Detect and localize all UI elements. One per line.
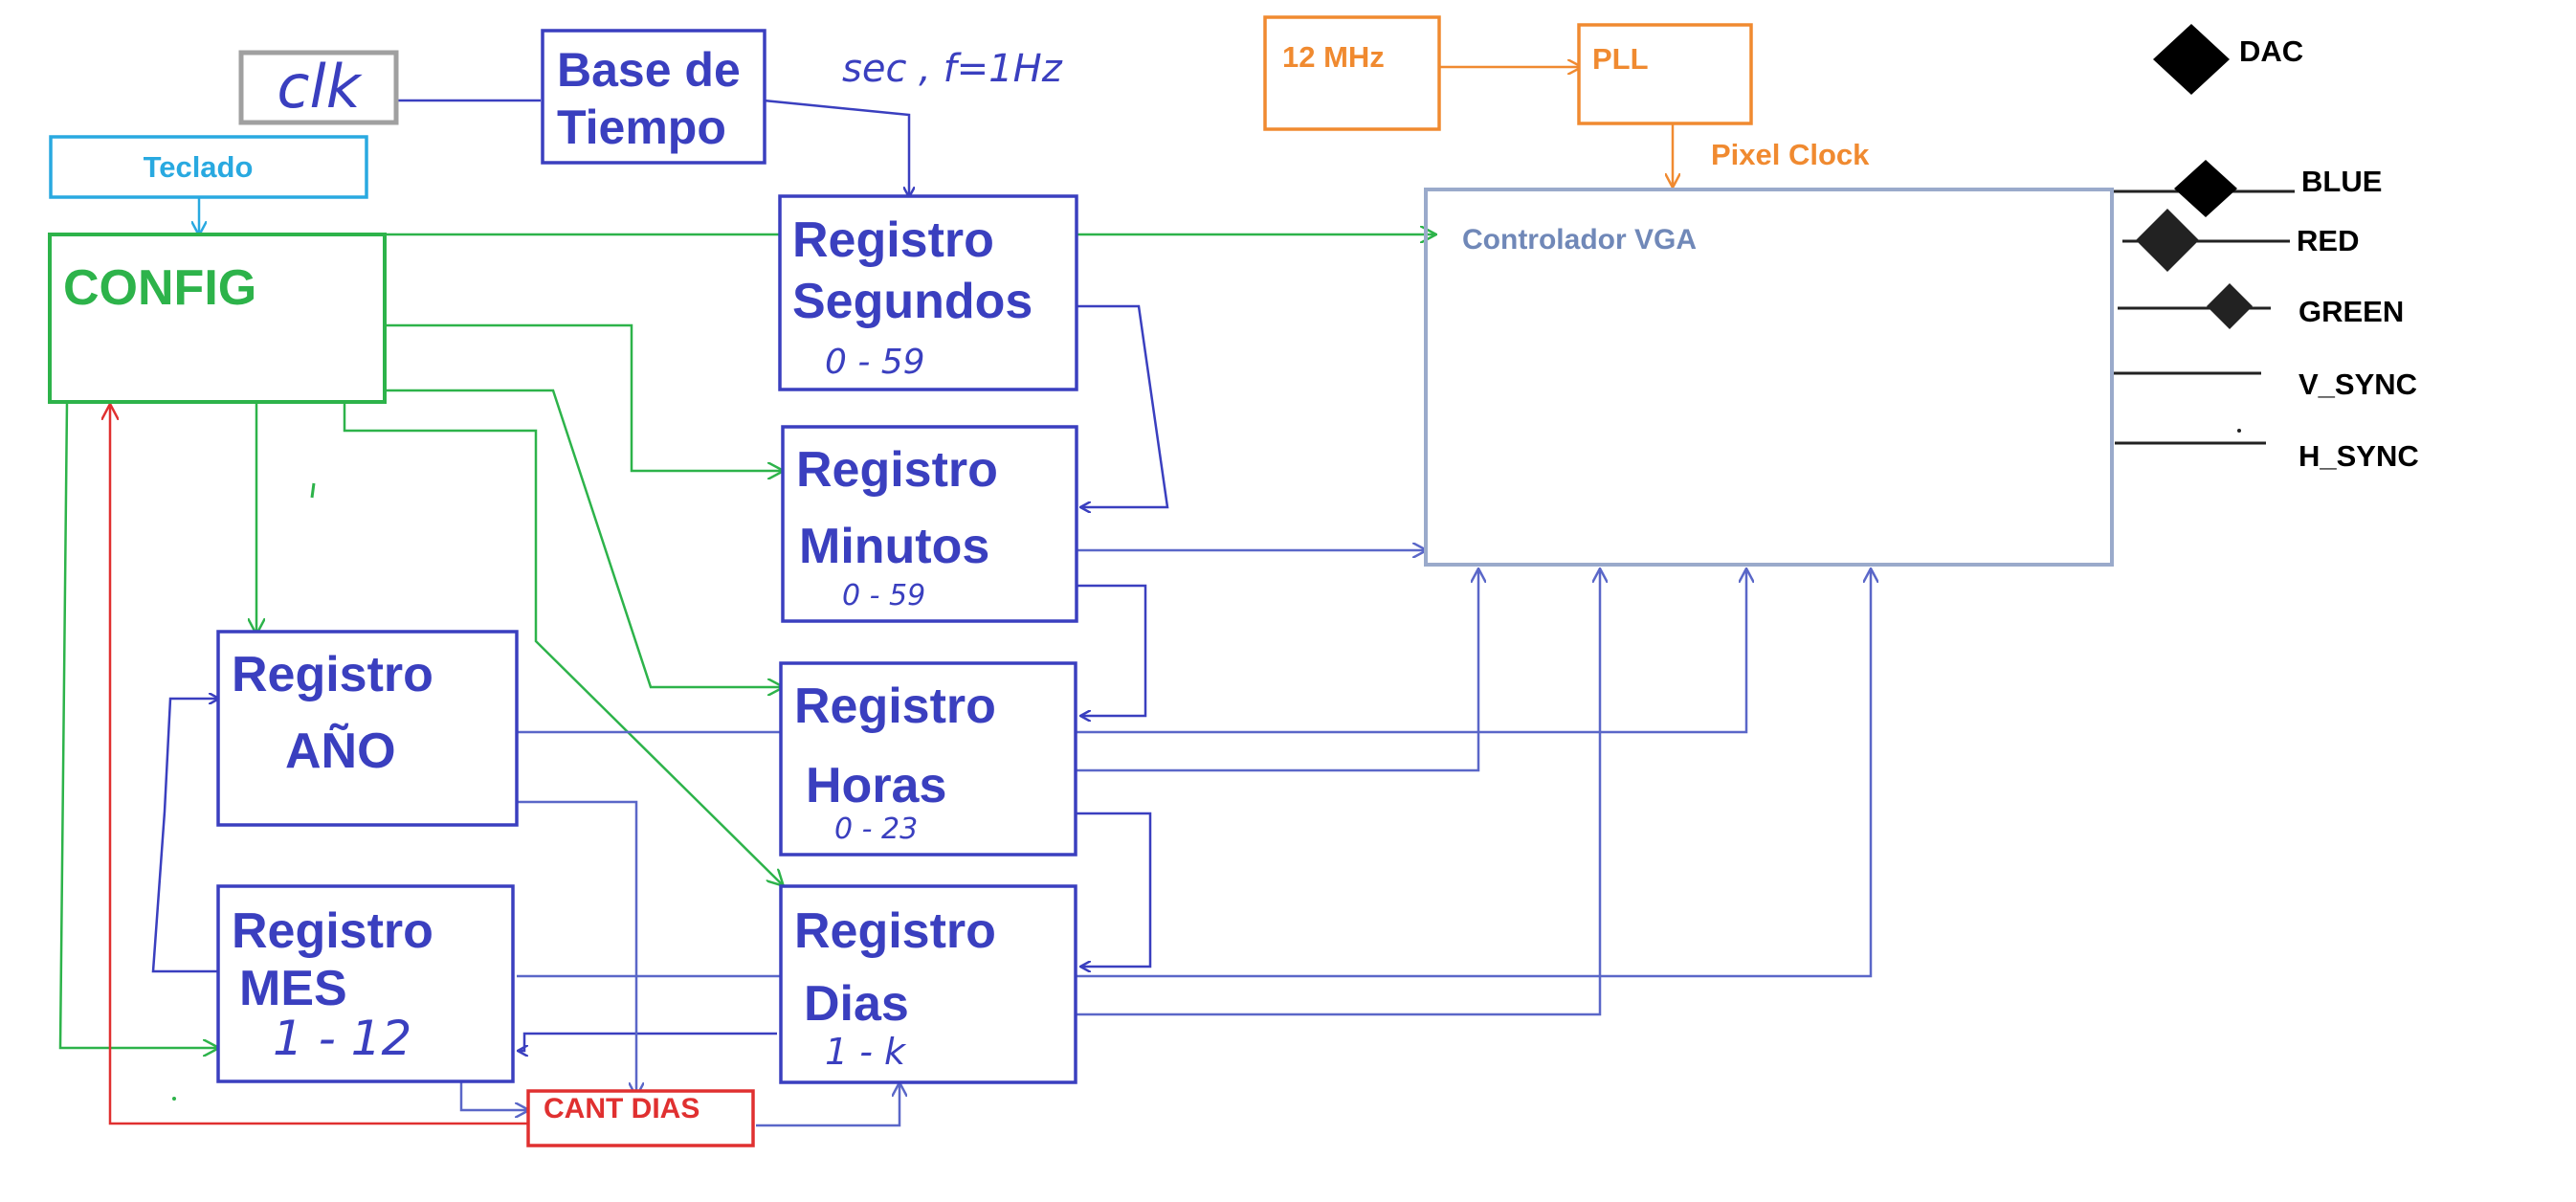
output-label-green: GREEN bbox=[2298, 295, 2404, 328]
registro-ano-block bbox=[216, 630, 519, 827]
registro-segundos-line1: Registro bbox=[792, 212, 994, 268]
output-label-red: RED bbox=[2297, 224, 2359, 257]
dias-to-mes-carry bbox=[519, 1032, 777, 1051]
pll-block bbox=[1577, 23, 1753, 125]
registro-dias-block bbox=[779, 884, 1077, 1084]
registro-horas-range: 0 - 23 bbox=[834, 812, 918, 846]
controlador-vga-block bbox=[1424, 188, 2114, 567]
registro-mes-line1: Registro bbox=[232, 903, 433, 959]
ano-to-cantdias-arrow bbox=[517, 800, 636, 1096]
mes-to-ano-carry bbox=[151, 699, 218, 973]
base-de-tiempo-line1: Base de bbox=[557, 43, 741, 97]
config-block bbox=[48, 233, 387, 404]
pixel-clock-label: Pixel Clock bbox=[1711, 138, 1870, 171]
output-label-hsync: H_SYNC bbox=[2298, 439, 2419, 473]
base-to-segundos-arrow bbox=[763, 99, 909, 196]
stray-green-mark bbox=[310, 482, 316, 499]
controlador-vga-label: Controlador VGA bbox=[1462, 224, 1697, 256]
red-dac-diamond bbox=[2136, 209, 2199, 272]
dac-legend-diamond bbox=[2153, 24, 2230, 95]
registro-mes-block bbox=[216, 884, 515, 1083]
teclado-label: Teclado bbox=[144, 150, 254, 184]
registro-ano-line1: Registro bbox=[232, 647, 433, 702]
registro-segundos-range: 0 - 59 bbox=[825, 343, 925, 382]
blue-dac-diamond bbox=[2174, 160, 2237, 217]
ano-to-vga-arrow bbox=[517, 569, 1746, 734]
output-label-vsync: V_SYNC bbox=[2298, 367, 2417, 401]
base-de-tiempo-line2: Tiempo bbox=[557, 100, 726, 154]
registro-horas-block bbox=[779, 661, 1077, 857]
hsync-dot bbox=[2237, 429, 2241, 433]
cantdias-to-config-arrow bbox=[110, 405, 528, 1125]
registro-minutos-line1: Registro bbox=[796, 442, 998, 498]
dias-to-vga-arrow bbox=[1077, 569, 1600, 1016]
dac-legend-label: DAC bbox=[2239, 34, 2303, 68]
registro-minutos-range: 0 - 59 bbox=[842, 579, 925, 612]
cant-dias-label: CANT DIAS bbox=[544, 1093, 700, 1124]
mes-to-vga-arrow bbox=[517, 569, 1871, 978]
teclado-block bbox=[49, 135, 368, 199]
registro-mes-range: 1 - 12 bbox=[273, 1011, 411, 1066]
cantdias-to-dias-arrow bbox=[756, 1083, 899, 1127]
registro-horas-line2: Horas bbox=[806, 758, 946, 813]
freq-note: sec , f=1Hz bbox=[842, 47, 1063, 91]
config-to-mes-arrow bbox=[58, 401, 218, 1048]
config-to-dias-arrow bbox=[343, 402, 783, 885]
osc-12mhz-label: 12 MHz bbox=[1282, 40, 1385, 74]
mes-to-cantdias-arrow bbox=[459, 1081, 528, 1110]
cant-dias-block bbox=[526, 1089, 755, 1147]
registro-segundos-block bbox=[778, 194, 1078, 391]
config-to-minutos-arrow bbox=[385, 323, 783, 471]
horas-to-dias-carry bbox=[1077, 812, 1152, 967]
registro-ano-line2: AÑO bbox=[285, 723, 396, 779]
registro-segundos-line2: Segundos bbox=[792, 274, 1033, 329]
config-label: CONFIG bbox=[63, 260, 256, 316]
registro-dias-line1: Registro bbox=[794, 903, 996, 959]
osc-12mhz-block bbox=[1263, 15, 1441, 131]
horas-to-vga-arrow bbox=[1077, 569, 1478, 772]
minutos-to-horas-carry bbox=[1077, 584, 1147, 716]
config-to-horas-arrow bbox=[385, 389, 783, 687]
registro-dias-range: 1 - k bbox=[825, 1031, 907, 1073]
stray-green-dot bbox=[172, 1097, 176, 1101]
registro-horas-line1: Registro bbox=[794, 679, 996, 734]
clk-block bbox=[238, 50, 399, 125]
clk-label: clk bbox=[277, 52, 362, 122]
pll-label: PLL bbox=[1592, 42, 1649, 76]
output-label-blue: BLUE bbox=[2301, 165, 2382, 198]
registro-dias-line2: Dias bbox=[804, 976, 909, 1032]
base-de-tiempo-block bbox=[541, 29, 766, 165]
registro-mes-line2: MES bbox=[239, 961, 347, 1016]
green-dac-diamond bbox=[2207, 283, 2253, 329]
registro-minutos-block bbox=[781, 425, 1078, 623]
segundos-to-minutos-carry bbox=[1077, 304, 1169, 507]
registro-minutos-line2: Minutos bbox=[799, 519, 989, 574]
